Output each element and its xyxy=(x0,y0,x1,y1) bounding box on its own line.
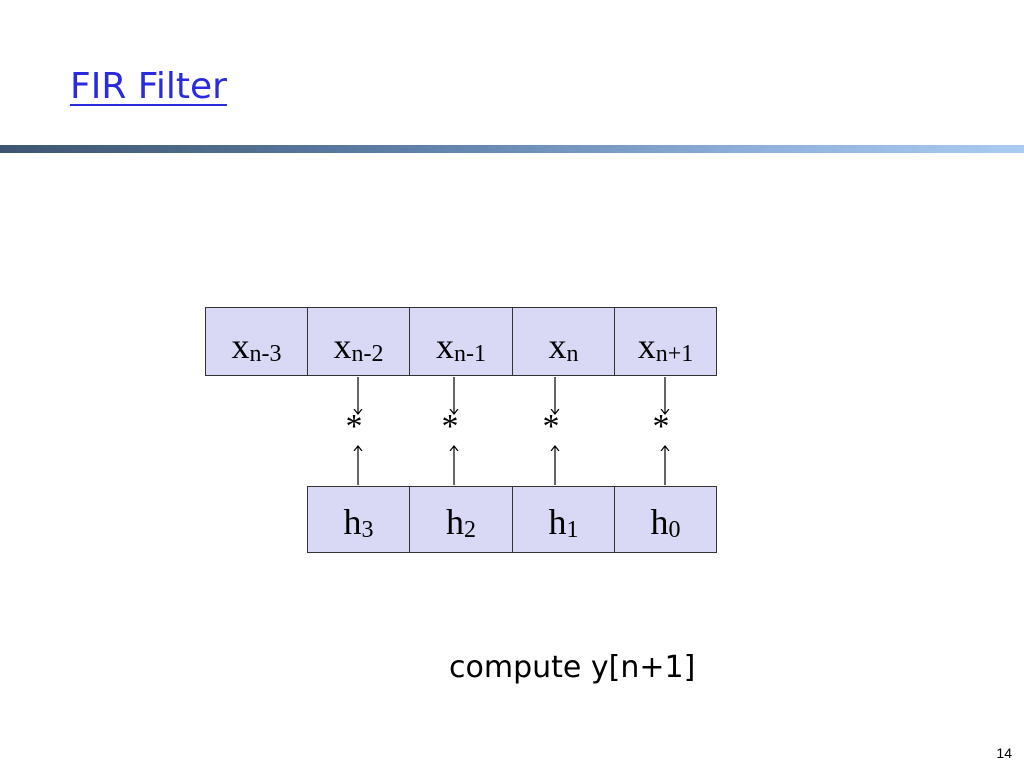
x-cell-sub: n+1 xyxy=(655,341,694,367)
caption-text: compute y[n+1] xyxy=(449,650,696,685)
x-cell-sub: n-3 xyxy=(249,341,282,367)
x-cell-var: x xyxy=(333,326,352,366)
multiply-operator: * xyxy=(441,408,459,445)
h-cell-sub: 3 xyxy=(361,517,374,543)
x-cell-var: x xyxy=(436,326,454,366)
x-cell-var: x xyxy=(231,326,250,366)
x-cell-sub: n-2 xyxy=(351,341,384,367)
h-cell-var: h xyxy=(343,502,362,542)
title-divider-bar xyxy=(0,145,1024,153)
h-cell-var: h xyxy=(650,502,669,542)
h-cell-sub: 0 xyxy=(668,517,681,543)
x-cell-sub: n xyxy=(566,341,579,367)
page-number: 14 xyxy=(996,745,1012,761)
h-cell-var: h xyxy=(446,502,464,542)
x-cell-var: x xyxy=(548,326,567,366)
multiply-operator: * xyxy=(345,408,363,445)
multiply-operator: * xyxy=(542,408,560,445)
h-cell-var: h xyxy=(548,502,567,542)
x-cell-var: x xyxy=(637,326,656,366)
h-cell-sub: 1 xyxy=(566,517,579,543)
h-cell-sub: 2 xyxy=(464,517,476,543)
x-cell-sub: n-1 xyxy=(454,341,486,367)
slide-title: FIR Filter xyxy=(70,66,227,107)
multiply-operator: * xyxy=(652,408,670,445)
